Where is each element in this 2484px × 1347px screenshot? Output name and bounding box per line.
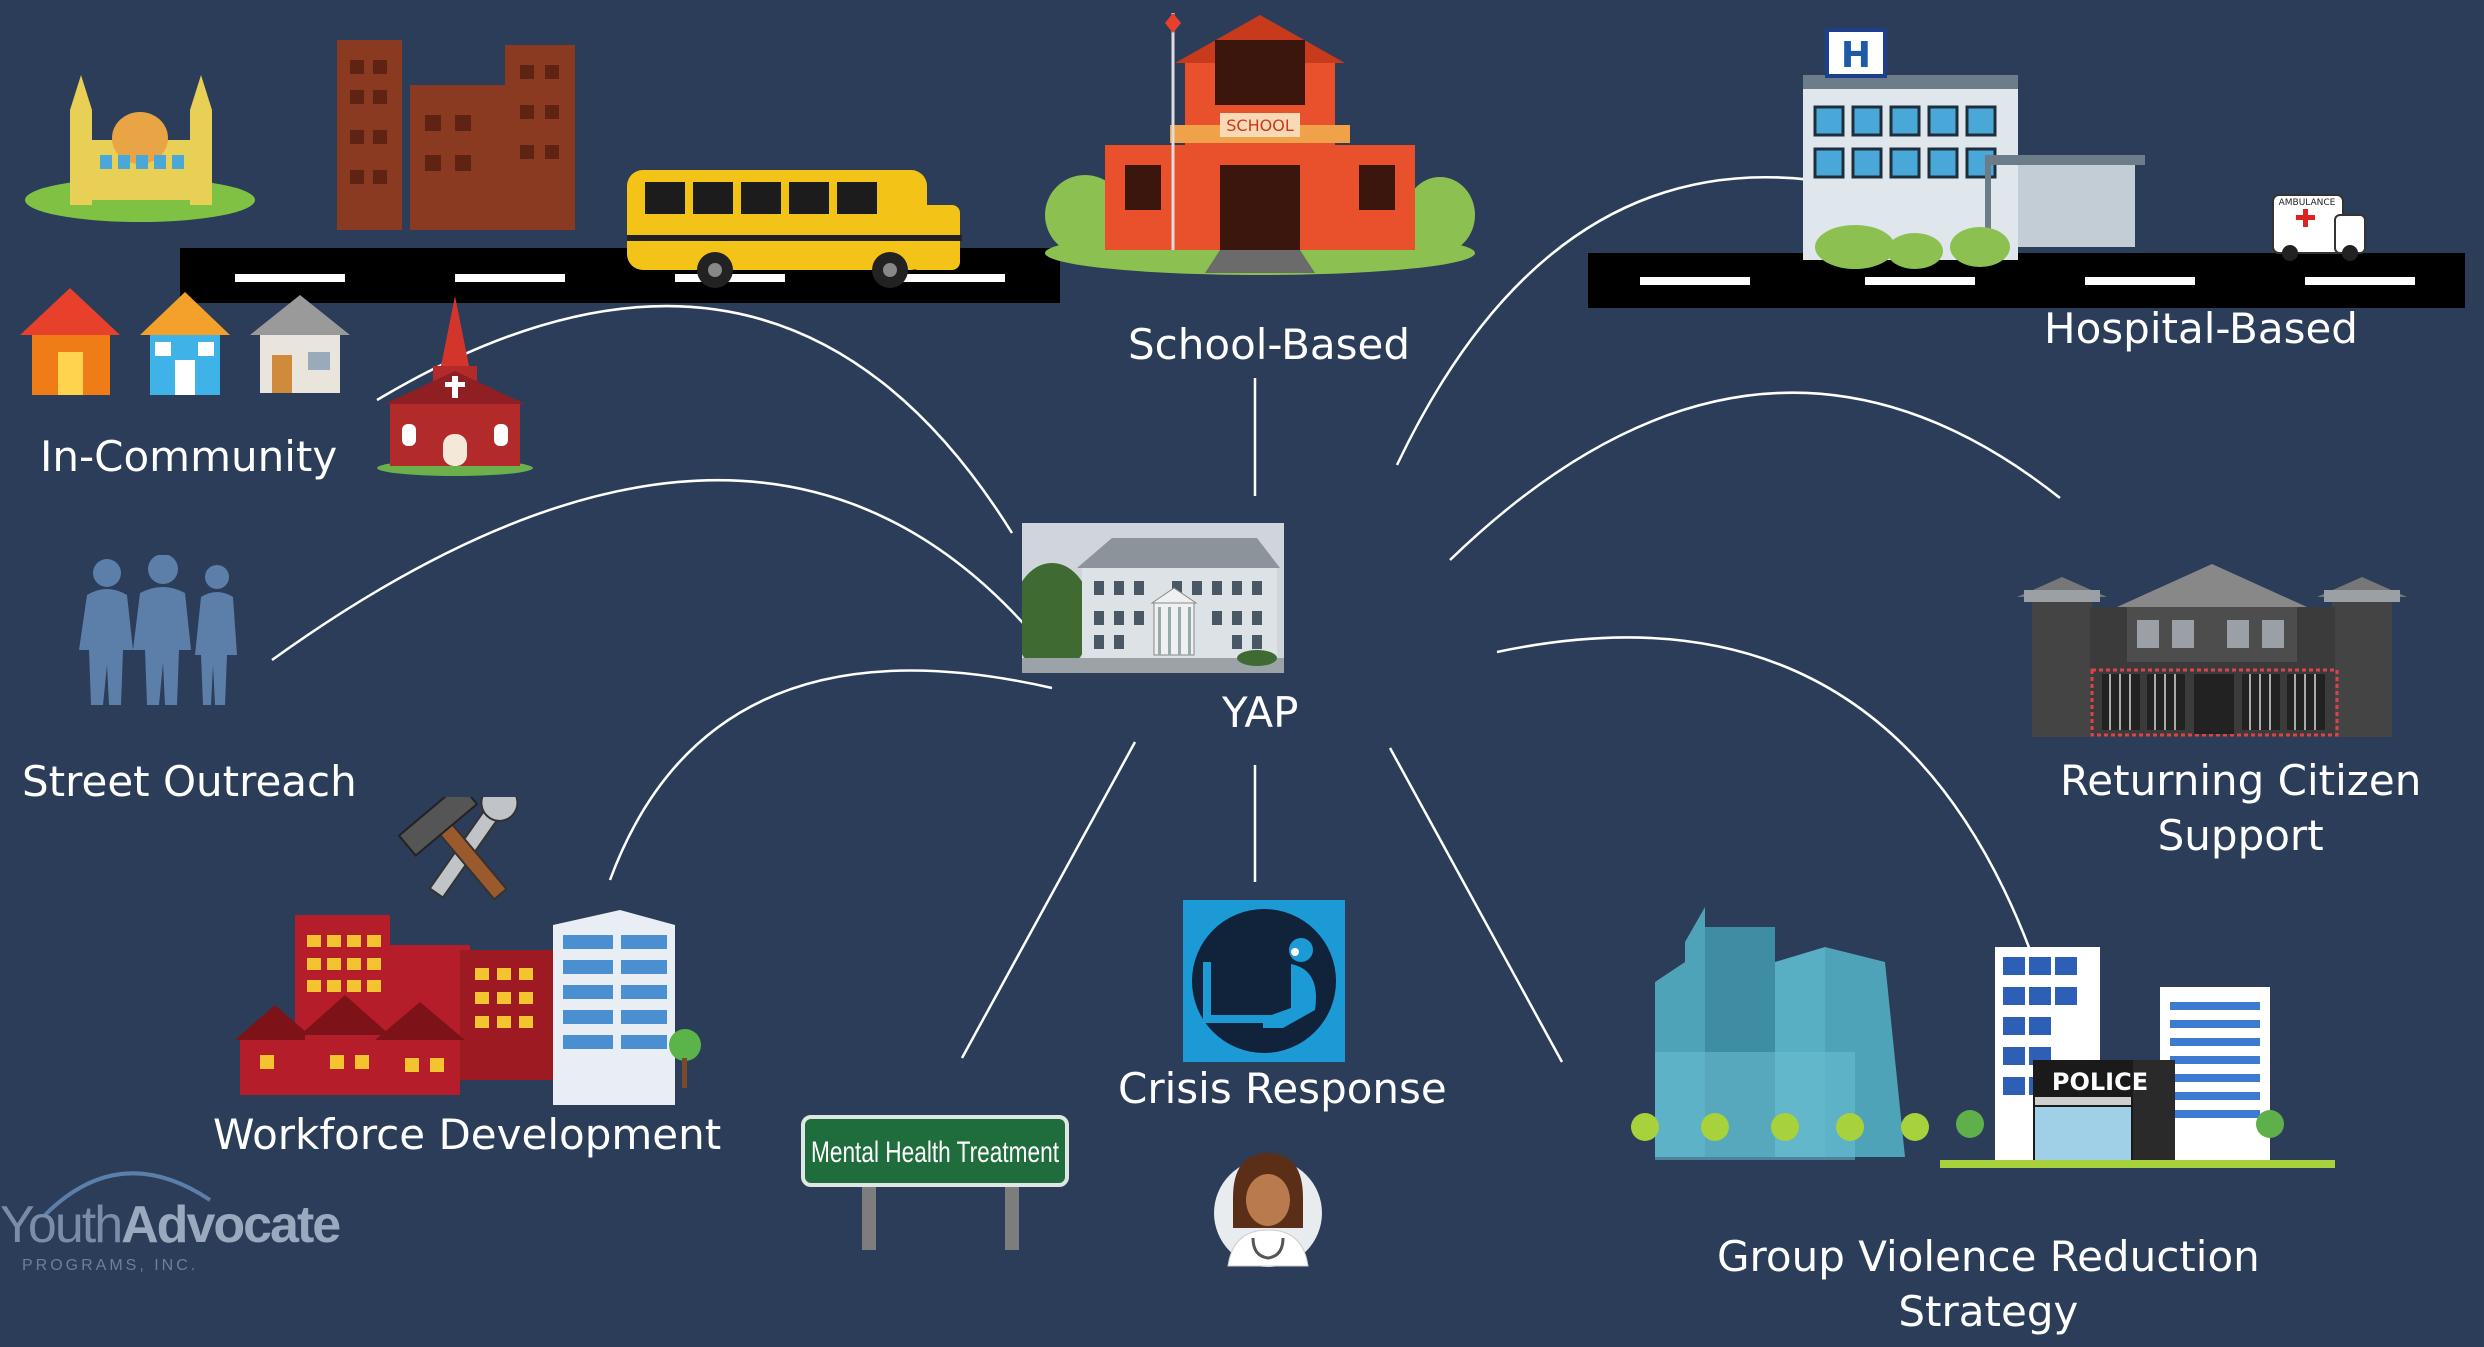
prison-icon <box>2017 564 2407 737</box>
returning-citizen-line2: Support <box>2157 810 2324 860</box>
logo-word-advocate: Advocate <box>121 1196 341 1254</box>
logo-word-youth: Youth <box>0 1196 123 1254</box>
mental-health-sign-icon: Mental Health Treatment <box>801 1115 1069 1250</box>
logo-subtitle: PROGRAMS, INC. <box>22 1257 199 1274</box>
connector-workforce <box>608 669 1053 881</box>
connector-gvrs-low <box>1388 747 1564 1063</box>
workforce-buildings-icon <box>235 910 701 1105</box>
workforce-development-label: Workforce Development <box>213 1110 722 1159</box>
connector-street <box>271 479 1024 662</box>
school-based-label: School-Based <box>1128 320 1411 369</box>
people-silhouettes-icon <box>79 555 237 705</box>
connector-gvrs <box>1496 636 2032 951</box>
houses-icon <box>20 288 350 395</box>
mental-health-sign-text: Mental Health Treatment <box>811 1136 1059 1169</box>
connector-mental <box>960 741 1137 1059</box>
crisis-hotline-icon <box>1183 900 1345 1062</box>
community-road-scene <box>25 40 1060 303</box>
street-outreach-label: Street Outreach <box>22 757 357 806</box>
police-sign-text: POLICE <box>2052 1068 2148 1096</box>
gvrs-line2: Strategy <box>1898 1286 2079 1336</box>
returning-citizen-label: Returning Citizen Support <box>2060 754 2421 863</box>
school-icon: SCHOOL <box>1045 13 1475 275</box>
hospital-based-label: Hospital-Based <box>2044 304 2358 353</box>
church-icon <box>377 296 533 476</box>
crisis-response-label: Crisis Response <box>1118 1064 1447 1113</box>
returning-citizen-line1: Returning Citizen <box>2060 756 2422 805</box>
hospital-road-scene: H AMBULANCE <box>1588 28 2465 308</box>
hospital-h-sign: H <box>1841 35 1871 76</box>
yap-building-icon <box>1022 523 1284 673</box>
connector-community <box>376 304 1014 534</box>
school-sign-text: SCHOOL <box>1226 116 1294 135</box>
doctor-avatar-icon <box>1214 1153 1322 1267</box>
yap-logo: YouthAdvocate PROGRAMS, INC. <box>0 1155 341 1285</box>
ambulance-text: AMBULANCE <box>2279 198 2336 208</box>
city-police-icon: POLICE <box>1631 907 2335 1168</box>
gvrs-label: Group Violence Reduction Strategy <box>1717 1230 2260 1339</box>
in-community-label: In-Community <box>40 432 338 481</box>
gvrs-line1: Group Violence Reduction <box>1717 1232 2260 1281</box>
tools-icon <box>397 797 519 901</box>
logo-wordmark: YouthAdvocate <box>0 1195 341 1255</box>
logo-arc-icon <box>43 1171 212 1215</box>
connector-returning <box>1449 391 2061 561</box>
yap-hub-label: YAP <box>1222 688 1299 737</box>
